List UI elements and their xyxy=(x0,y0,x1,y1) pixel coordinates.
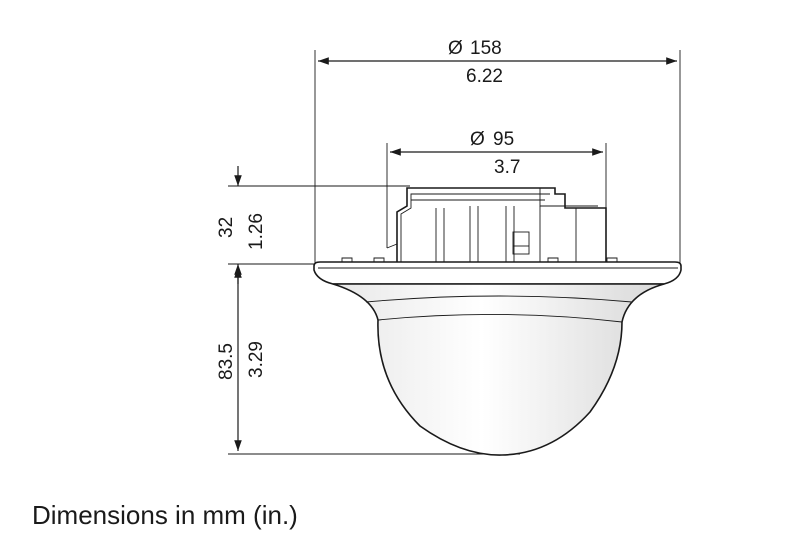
outer-diameter-in: 6.22 xyxy=(466,66,503,87)
extension-lines xyxy=(228,50,681,455)
inner-diameter-mm: 95 xyxy=(493,129,514,150)
dome-height-in: 3.29 xyxy=(246,341,267,378)
dome-bubble xyxy=(332,283,665,456)
dome-height-mm: 83.5 xyxy=(216,343,237,380)
inner-diameter-in: 3.7 xyxy=(494,157,520,178)
camera-drawing xyxy=(313,187,682,456)
top-height-mm: 32 xyxy=(216,217,237,238)
diameter-symbol-outer: Ø xyxy=(448,38,463,59)
outer-diameter-mm: 158 xyxy=(470,38,502,59)
trim-ring xyxy=(313,257,682,285)
top-height-in: 1.26 xyxy=(246,213,267,250)
diameter-symbol-inner: Ø xyxy=(470,129,485,150)
caption: Dimensions in mm (in.) xyxy=(32,500,298,530)
mounting-housing xyxy=(386,187,607,265)
